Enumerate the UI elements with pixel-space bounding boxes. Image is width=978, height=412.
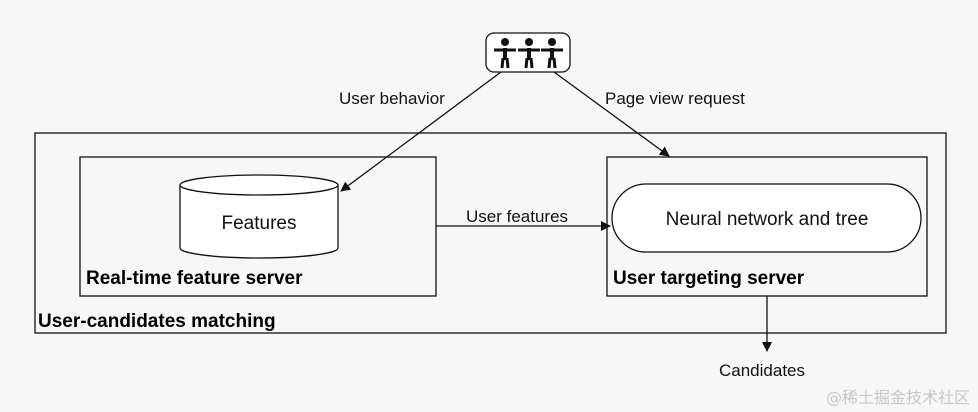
- user-candidates-matching-title: User-candidates matching: [38, 311, 276, 332]
- user-features-label: User features: [466, 207, 568, 226]
- real-time-feature-server-title: Real-time feature server: [86, 268, 303, 289]
- user-behavior-label: User behavior: [339, 89, 445, 108]
- watermark-text: @稀土掘金技术社区: [826, 388, 970, 407]
- features-store-label: Features: [222, 213, 297, 234]
- user-behavior-arrow: [340, 71, 502, 192]
- page-view-request-label: Page view request: [605, 89, 745, 108]
- page-view-request-arrow: [553, 71, 670, 157]
- user-candidates-matching-box: [34, 132, 947, 334]
- user-targeting-server-title: User targeting server: [613, 268, 805, 289]
- people-group-icon: [485, 32, 571, 73]
- database-cylinder-icon: [179, 174, 339, 259]
- neural-network-label: Neural network and tree: [666, 209, 869, 230]
- candidates-label: Candidates: [719, 361, 805, 380]
- neural-network-pill: [611, 183, 922, 253]
